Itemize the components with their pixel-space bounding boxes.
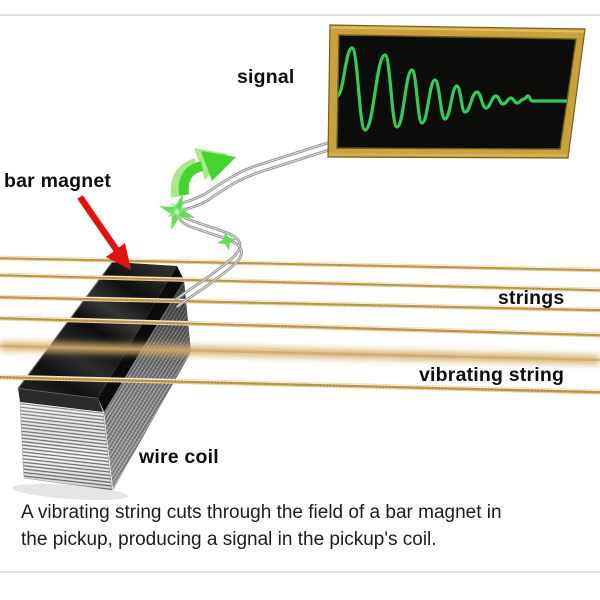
caption: A vibrating string cuts through the fiel… (21, 500, 541, 554)
frame-top-highlight (330, 26, 585, 33)
guitar-string-2 (0, 272, 600, 293)
string-motion-arrow (170, 148, 236, 198)
vibrating-string-core (0, 344, 600, 362)
guitar-string-1 (0, 255, 600, 273)
signal-wires (174, 141, 332, 308)
guitar-strings (0, 255, 600, 395)
caption-line-1: A vibrating string cuts through the fiel… (21, 502, 502, 523)
bar-magnet-top-face (18, 262, 177, 398)
oscilloscope (327, 24, 586, 159)
signal-wire-upper (174, 141, 331, 301)
caption-line-2: the pickup, producing a signal in the pi… (21, 528, 437, 550)
guitar-string-4 (0, 315, 600, 338)
signal-waveform (337, 46, 574, 132)
label-vibrating-string: vibrating string (419, 364, 565, 386)
wire-coil-end-shading (20, 402, 112, 490)
guitar-string-6 (0, 374, 600, 395)
guitar-string-3 (0, 294, 600, 313)
label-bar-magnet: bar magnet (4, 170, 112, 192)
bar-magnet-end-face (18, 388, 103, 412)
sparkle-large (158, 193, 196, 231)
sparkle-small (217, 231, 237, 251)
label-signal: signal (237, 66, 295, 88)
label-strings: strings (498, 287, 565, 309)
bottom-divider (0, 571, 600, 573)
bar-magnet-pointer-arrow (77, 195, 131, 270)
wire-coil-side-shading (104, 280, 191, 490)
magnet-left-edge-highlight (17, 262, 113, 389)
top-divider (0, 14, 600, 16)
label-wire-coil: wire coil (139, 446, 219, 468)
pickup-block (12, 262, 191, 501)
oscilloscope-screen (336, 34, 577, 150)
frame-bottom-highlight (328, 153, 568, 157)
signal-wire-lower (176, 148, 332, 308)
